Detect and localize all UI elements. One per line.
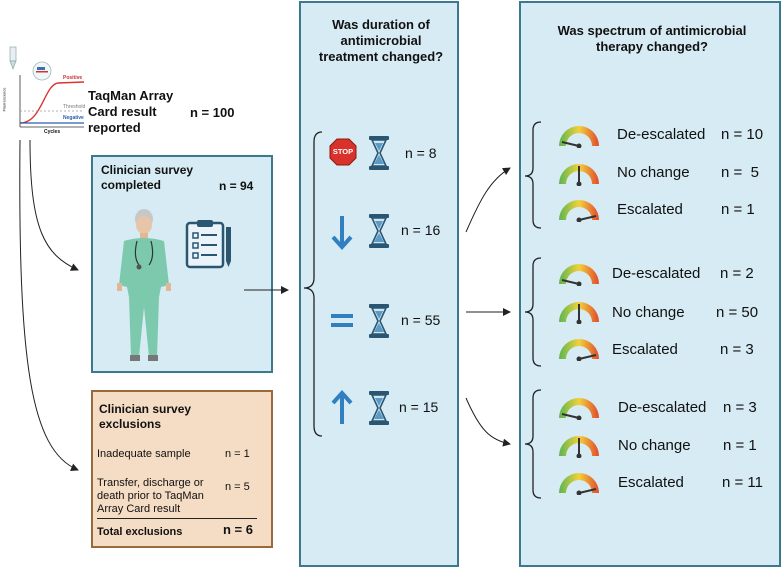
gauge-no-change-icon [559, 302, 599, 324]
hourglass-icon [369, 214, 389, 248]
stop-text: STOP [332, 147, 354, 156]
gauge-de-escalated-icon [559, 126, 599, 148]
exclusions-box: Clinician survey exclusions Inadequate s… [91, 390, 273, 548]
test-tube-icon [9, 46, 17, 70]
spectrum-count: n = 2 [720, 265, 754, 282]
hourglass-icon [369, 304, 389, 338]
spectrum-label: Escalated [618, 474, 684, 491]
gauge-escalated-icon [559, 200, 599, 222]
clipboard-icon [185, 220, 231, 269]
duration-title: Was duration of antimicrobial treatment … [318, 17, 444, 64]
plot-xlabel: Cycles [44, 129, 61, 135]
spectrum-count: n = 1 [723, 437, 757, 454]
duration-count-down: n = 16 [401, 222, 441, 238]
survey-completed-count: n = 94 [219, 179, 254, 193]
spectrum-label: De-escalated [617, 126, 706, 143]
spectrum-label: Escalated [612, 341, 678, 358]
hourglass-icon [369, 391, 389, 425]
exclusions-title: Clinician survey exclusions [99, 402, 192, 431]
exclusion-label-2: Transfer, discharge or death prior to Ta… [97, 477, 204, 515]
hourglass-icon [369, 136, 389, 170]
spectrum-label: No change [618, 437, 691, 454]
exclusions-total-label: Total exclusions [97, 526, 183, 538]
pcr-plot-icon: Positive Threshold Negative Fluorescence… [2, 45, 86, 137]
spectrum-count: n = 1 [721, 201, 755, 218]
spectrum-count: n = 5 [721, 164, 759, 181]
gauge-no-change-icon [559, 164, 599, 186]
exclusions-total-count: n = 6 [223, 522, 253, 537]
spectrum-label: De-escalated [612, 265, 701, 282]
equals-icon [331, 314, 353, 327]
tac-result-count: n = 100 [190, 105, 235, 120]
survey-completed-title: Clinician survey completed [101, 163, 194, 192]
gauge-no-change-icon [559, 436, 599, 458]
gauge-escalated-icon [559, 473, 599, 495]
exclusion-label-1: Inadequate sample [97, 448, 191, 460]
down-arrow-icon [331, 216, 353, 250]
duration-panel: Was duration of antimicrobial treatment … [299, 1, 459, 567]
spectrum-count: n = 11 [722, 474, 764, 491]
plot-positive-label: Positive [63, 75, 83, 81]
tac-result-title: TaqMan Array Card result reported [88, 88, 174, 135]
spectrum-label: Escalated [617, 201, 683, 218]
exclusion-count-2: n = 5 [225, 481, 250, 493]
spectrum-count: n = 3 [720, 341, 754, 358]
duration-count-stop: n = 8 [405, 145, 437, 161]
spectrum-count: n = 10 [721, 126, 764, 143]
plot-threshold-label: Threshold [63, 104, 86, 110]
duration-count-equal: n = 55 [401, 312, 441, 328]
spectrum-title: Was spectrum of antimicrobial therapy ch… [557, 23, 747, 54]
exclusion-count-1: n = 1 [225, 448, 250, 460]
spectrum-count: n = 50 [716, 304, 759, 321]
spectrum-label: No change [612, 304, 685, 321]
exclusions-divider [97, 518, 257, 519]
survey-completed-box: Clinician survey completed n = 94 [91, 155, 273, 373]
spectrum-count: n = 3 [723, 399, 757, 416]
up-arrow-icon [331, 390, 353, 424]
spectrum-label: No change [617, 164, 690, 181]
spectrum-label: De-escalated [618, 399, 707, 416]
duration-count-up: n = 15 [399, 399, 439, 415]
plot-negative-label: Negative [63, 115, 84, 121]
gauge-de-escalated-icon [559, 264, 599, 286]
plot-ylabel: Fluorescence [1, 87, 7, 112]
clinician-icon [117, 209, 171, 361]
gauge-de-escalated-icon [559, 398, 599, 420]
stop-icon [329, 138, 357, 166]
gauge-escalated-icon [559, 339, 599, 361]
